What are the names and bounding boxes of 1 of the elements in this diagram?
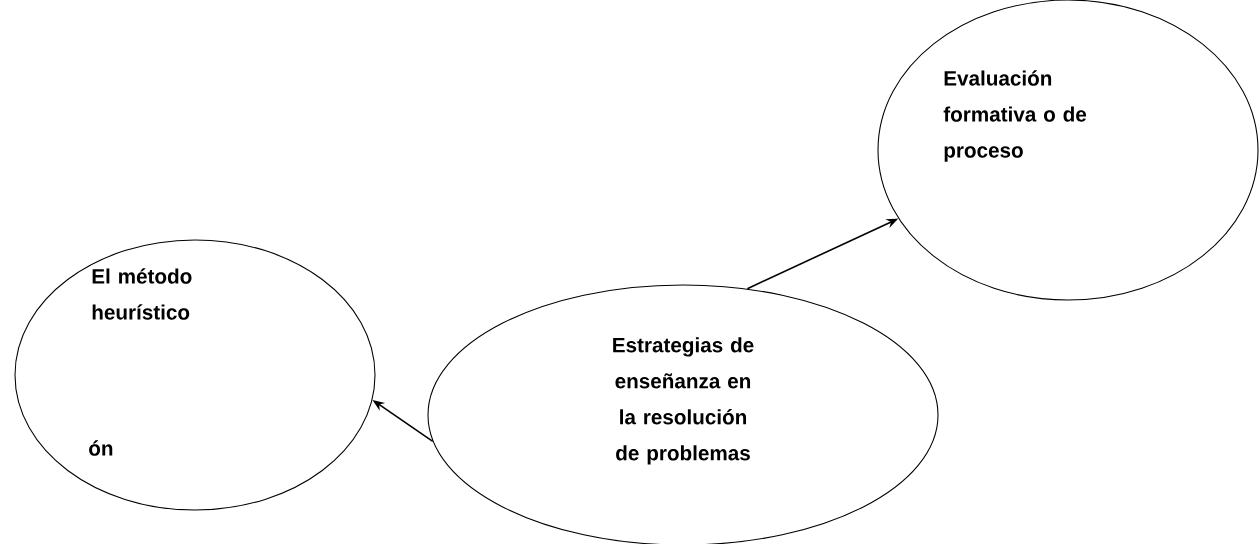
text-fragment: ón xyxy=(89,440,113,456)
